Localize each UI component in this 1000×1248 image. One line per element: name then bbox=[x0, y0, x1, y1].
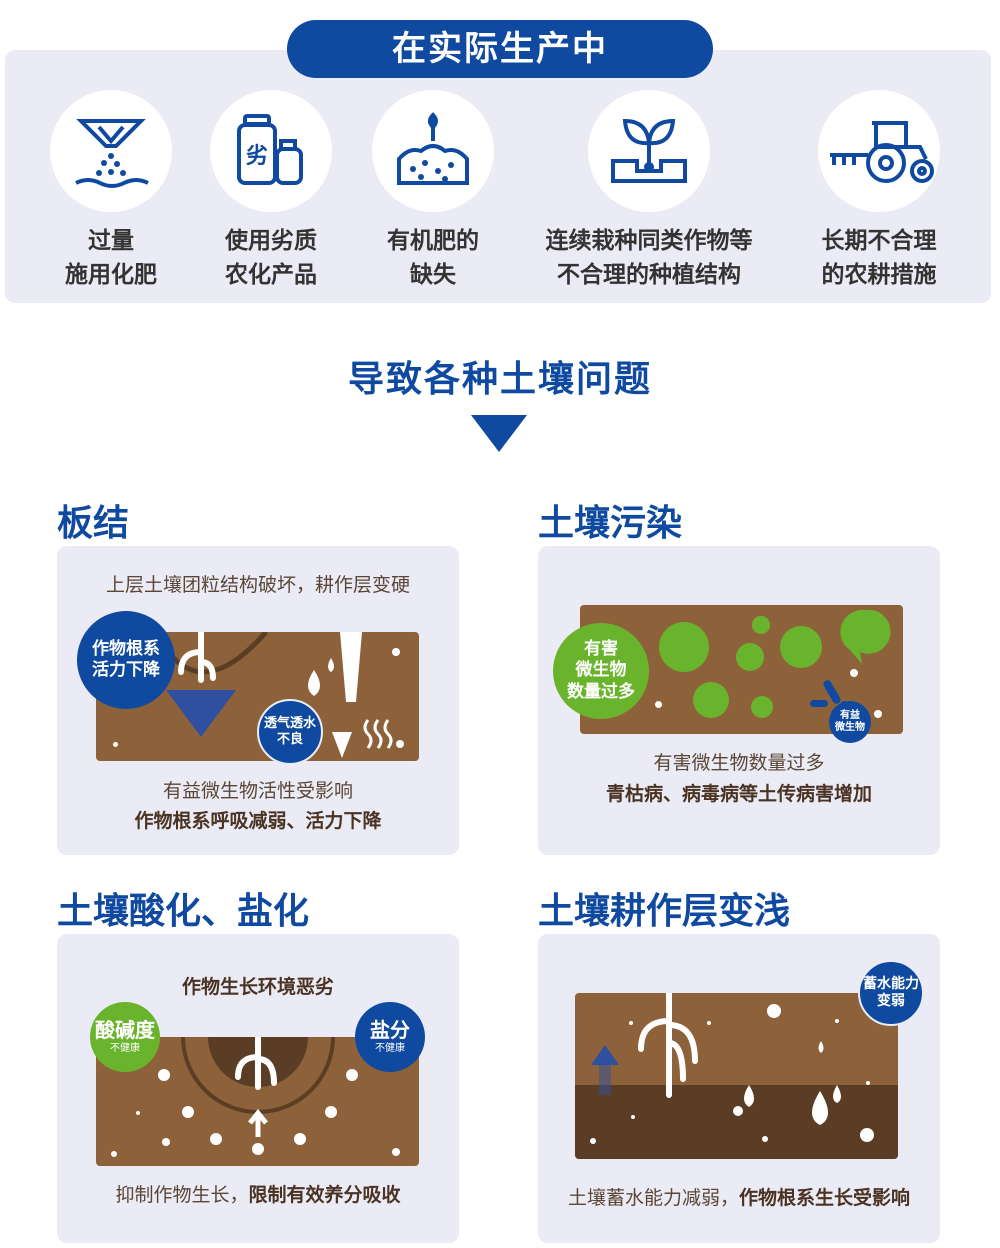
cause-label-line1: 过量 bbox=[88, 228, 134, 254]
compaction-card: 上层土壤团粒结构破坏，耕作层变硬 作物根系活力下降 透气透水不良 有益微生物活性… bbox=[57, 546, 459, 855]
acid-salt-caption: 抑制作物生长，限制有效养分吸收 bbox=[57, 1180, 459, 1207]
down-arrow-icon bbox=[471, 415, 527, 452]
acid-salt-title: 土壤酸化、盐化 bbox=[57, 891, 310, 932]
aeration-badge: 透气透水不良 bbox=[257, 699, 323, 765]
inferior-product-bottles-icon: 劣 bbox=[210, 90, 332, 212]
causes-title: 在实际生产中 bbox=[287, 20, 713, 78]
pollution-card: 有害微生物数量过多 有益微生物 有害微生物数量过多 青枯病、病毒病等土传病害增加 bbox=[538, 546, 940, 855]
shallow-caption1: 土壤蓄水能力减弱， bbox=[567, 1187, 739, 1209]
shallow-card: 蓄水能力变弱 土壤蓄水能力减弱，作物根系生长受影响 bbox=[538, 934, 940, 1243]
water-retention-badge: 蓄水能力变弱 bbox=[858, 960, 924, 1026]
pollution-title: 土壤污染 bbox=[538, 503, 683, 544]
shallow-caption: 土壤蓄水能力减弱，作物根系生长受影响 bbox=[538, 1183, 940, 1210]
acidity-badge: 酸碱度不健康 bbox=[90, 1002, 160, 1072]
compaction-title: 板结 bbox=[57, 503, 130, 544]
salinity-badge: 盐分不健康 bbox=[355, 1002, 425, 1072]
soil-block bbox=[575, 993, 898, 1159]
shallow-title: 土壤耕作层变浅 bbox=[538, 891, 791, 932]
compaction-caption2: 作物根系呼吸减弱、活力下降 bbox=[134, 810, 382, 832]
cause-label-line1: 有机肥的 bbox=[387, 228, 479, 254]
cause-label-line2: 施用化肥 bbox=[65, 262, 157, 288]
cause-label-line1: 长期不合理 bbox=[821, 228, 937, 254]
pollution-caption2: 青枯病、病毒病等土传病害增加 bbox=[605, 783, 872, 805]
pollution-caption1: 有害微生物数量过多 bbox=[653, 752, 825, 774]
root-acid-salt-illustration bbox=[111, 1037, 400, 1157]
cause-label-line2: 的农耕措施 bbox=[821, 262, 937, 288]
section-heading: 导致各种土壤问题 bbox=[347, 359, 652, 400]
cause-overfertilization: 过量施用化肥 bbox=[0, 90, 231, 292]
sprout-in-soil-icon bbox=[588, 90, 710, 212]
cause-label-line1: 连续栽种同类作物等 bbox=[545, 228, 753, 254]
cause-organic-lack: 有机肥的缺失 bbox=[313, 90, 553, 292]
cause-label-line2: 缺失 bbox=[410, 262, 456, 288]
acid-salt-card: 作物生长环境恶劣 酸碱度不健康 盐分不健康 抑制作物生长，限制有效养分吸收 bbox=[57, 934, 459, 1243]
compaction-caption-top: 上层土壤团粒结构破坏，耕作层变硬 bbox=[105, 574, 410, 596]
cause-inferior-products: 劣 使用劣质农化产品 bbox=[151, 90, 391, 292]
cause-label-line2: 农化产品 bbox=[225, 262, 317, 288]
organic-soil-seedling-icon bbox=[372, 90, 494, 212]
root-compaction-illustration bbox=[153, 632, 393, 758]
shallow-root-illustration bbox=[590, 993, 874, 1144]
acid-salt-caption1: 抑制作物生长， bbox=[115, 1184, 249, 1206]
acid-salt-caption-top: 作物生长环境恶劣 bbox=[181, 976, 334, 998]
cause-label-line1: 使用劣质 bbox=[225, 228, 317, 254]
fertilizer-spreader-icon bbox=[50, 90, 172, 212]
acid-salt-caption2: 限制有效养分吸收 bbox=[248, 1184, 401, 1206]
beneficial-microbe-badge: 有益微生物 bbox=[829, 701, 871, 743]
tractor-icon bbox=[818, 90, 940, 212]
shallow-caption2: 作物根系生长受影响 bbox=[739, 1187, 911, 1209]
svg-text:劣: 劣 bbox=[246, 144, 268, 169]
compaction-caption1: 有益微生物活性受影响 bbox=[162, 780, 353, 802]
root-vitality-badge: 作物根系活力下降 bbox=[77, 611, 175, 709]
cause-planting-structure: 连续栽种同类作物等不合理的种植结构 bbox=[529, 90, 769, 292]
cause-label-line2: 不合理的种植结构 bbox=[557, 262, 741, 288]
cause-farming-practice: 长期不合理的农耕措施 bbox=[759, 90, 999, 292]
harmful-microbe-badge: 有害微生物数量过多 bbox=[553, 623, 649, 719]
